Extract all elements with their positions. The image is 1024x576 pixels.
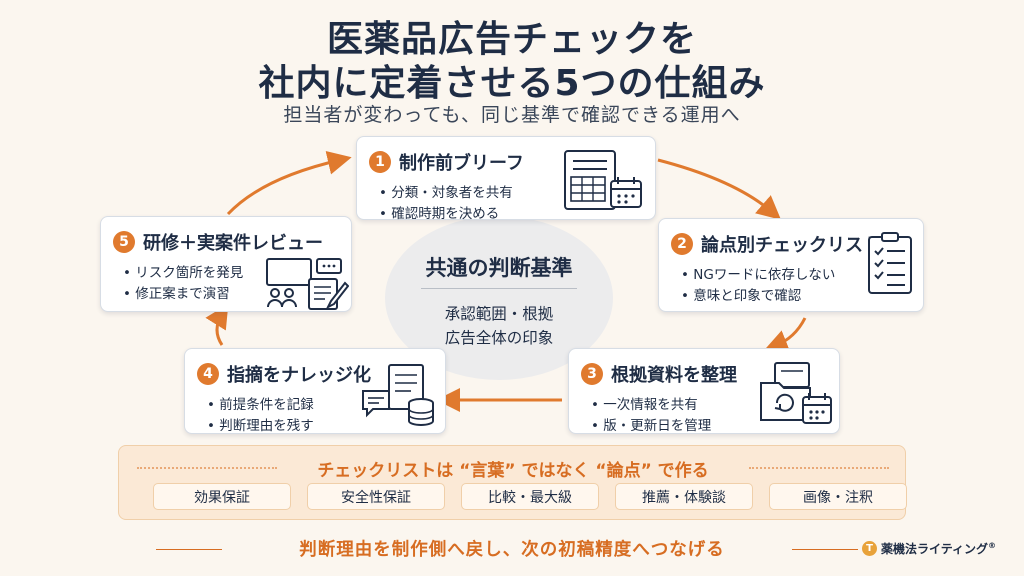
topic-chip: 推薦・体験談 xyxy=(615,483,753,510)
step-title-1: 制作前ブリーフ xyxy=(399,153,524,174)
center-title: 共通の判断基準 xyxy=(425,256,573,280)
step-number-1: 1 xyxy=(369,151,391,173)
page-subtitle: 担当者が変わっても、同じ基準で確認できる運用へ xyxy=(283,104,741,126)
document-calendar-icon xyxy=(564,150,642,210)
footer-message: 判断理由を制作側へ戻し、次の初稿精度へつなげる xyxy=(299,540,725,560)
step-card-1: 1 制作前ブリーフ 分類・対象者を共有 確認時期を決める xyxy=(356,136,656,222)
arrow-4-to-5 xyxy=(205,303,229,346)
step-card-5: 5 研修＋実案件レビュー リスク箇所を発見 修正案まで演習 xyxy=(100,216,352,312)
page-title-line1: 医薬品広告チェックを xyxy=(326,19,697,60)
topic-chip: 画像・注釈 xyxy=(769,483,907,510)
step-1-bullet-2: 確認時期を決める xyxy=(379,204,513,225)
logo-reg: ® xyxy=(988,541,997,550)
panel-title: チェックリストは “言葉” ではなく “論点” で作る xyxy=(317,461,709,481)
step-number-2: 2 xyxy=(671,233,693,255)
panel-dots-right xyxy=(749,467,889,469)
checklist-icon xyxy=(868,232,912,294)
step-4-bullet-1: 前提条件を記録 xyxy=(207,395,314,416)
topic-chip: 比較・最大級 xyxy=(461,483,599,510)
step-3-bullet-2: 版・更新日を管理 xyxy=(591,416,711,437)
center-line-2: 広告全体の印象 xyxy=(444,329,554,347)
document-chat-database-icon xyxy=(362,364,434,426)
page-title-line2: 社内に定着させる5つの仕組み xyxy=(258,63,766,104)
arrow-1-to-2 xyxy=(657,158,782,220)
step-card-3: 3 根拠資料を整理 一次情報を共有 版・更新日を管理 xyxy=(568,348,840,434)
step-number-4: 4 xyxy=(197,363,219,385)
topic-chip: 効果保証 xyxy=(153,483,291,510)
step-5-bullet-2: 修正案まで演習 xyxy=(123,284,243,305)
step-card-2: 2 論点別チェックリスト NGワードに依存しない 意味と印象で確認 xyxy=(658,218,924,312)
step-1-bullet-1: 分類・対象者を共有 xyxy=(379,183,513,204)
step-2-bullet-2: 意味と印象で確認 xyxy=(681,286,835,307)
panel-dots-left xyxy=(137,467,277,469)
step-number-5: 5 xyxy=(113,231,135,253)
arrow-5-to-1 xyxy=(226,151,352,216)
logo-mark-icon: T xyxy=(862,541,877,556)
logo-text: 薬機法ライティング xyxy=(881,542,989,556)
step-4-bullet-2: 判断理由を残す xyxy=(207,416,314,437)
step-title-4: 指摘をナレッジ化 xyxy=(227,365,371,386)
step-title-2: 論点別チェックリスト xyxy=(701,235,881,256)
step-title-5: 研修＋実案件レビュー xyxy=(143,233,323,254)
checklist-topics-panel: チェックリストは “言葉” ではなく “論点” で作る 効果保証 安全性保証 比… xyxy=(118,445,907,520)
center-line-1: 承認範囲・根拠 xyxy=(444,305,554,323)
step-2-bullet-1: NGワードに依存しない xyxy=(681,265,835,286)
brand-logo: T 薬機法ライティング® xyxy=(862,540,996,557)
step-card-4: 4 指摘をナレッジ化 前提条件を記録 判断理由を残す xyxy=(184,348,446,434)
footer-line-left xyxy=(156,549,222,550)
topic-chip: 安全性保証 xyxy=(307,483,445,510)
footer-line-right xyxy=(792,549,858,550)
step-3-bullet-1: 一次情報を共有 xyxy=(591,395,711,416)
folder-update-calendar-icon xyxy=(760,362,832,424)
training-review-icon xyxy=(266,258,349,310)
step-5-bullet-1: リスク箇所を発見 xyxy=(123,263,243,284)
step-title-3: 根拠資料を整理 xyxy=(611,365,737,386)
arrow-2-to-3 xyxy=(763,317,807,353)
center-divider xyxy=(421,288,577,289)
step-number-3: 3 xyxy=(581,363,603,385)
topic-chips: 効果保証 安全性保証 比較・最大級 推薦・体験談 画像・注釈 xyxy=(153,483,907,510)
